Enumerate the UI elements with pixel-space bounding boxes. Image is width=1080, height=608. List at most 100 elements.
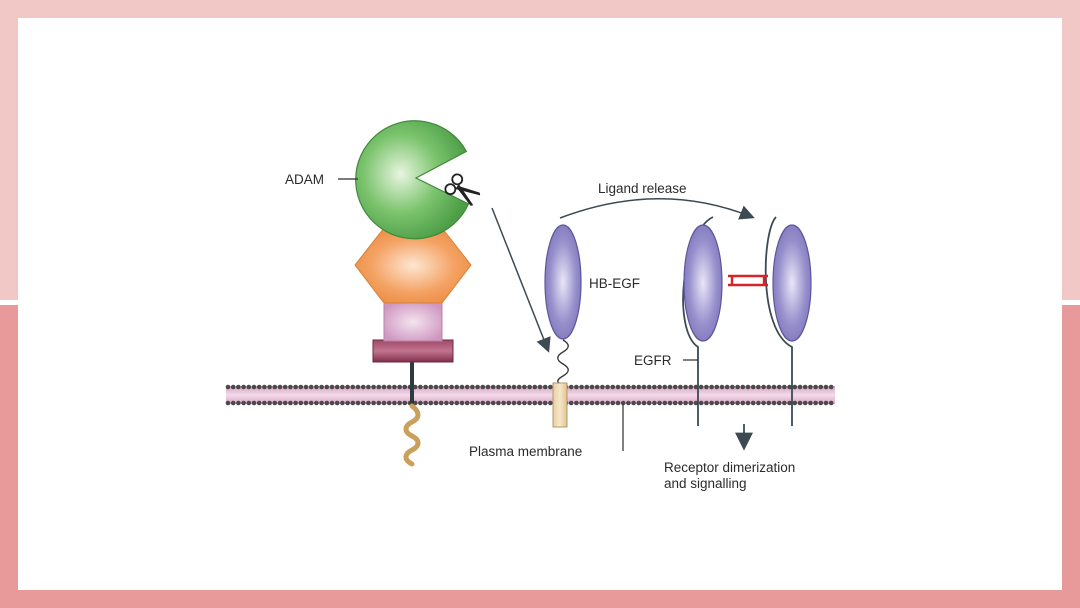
membrane-lipid-head xyxy=(750,400,756,406)
membrane-lipid-head xyxy=(808,400,813,406)
membrane-lipid-head xyxy=(475,384,480,390)
membrane-lipid-head xyxy=(251,400,257,406)
membrane-lipid-head xyxy=(745,400,751,406)
membrane-lipid-head xyxy=(750,384,756,390)
membrane-lipid-head xyxy=(262,400,267,406)
membrane-lipid-head xyxy=(678,400,683,406)
membrane-lipid-head xyxy=(776,400,782,406)
membrane-lipid-head xyxy=(527,384,532,390)
membrane-lipid-head xyxy=(350,384,356,390)
membrane-lipid-head xyxy=(516,400,522,406)
membrane-lipid-head xyxy=(267,384,272,390)
dimerization-link xyxy=(728,274,768,287)
membrane-lipid-head xyxy=(672,384,678,390)
membrane-lipid-head xyxy=(501,400,506,406)
adam-label: ADAM xyxy=(285,172,324,187)
membrane-lipid-head xyxy=(496,384,501,390)
membrane-lipid-head xyxy=(485,384,491,390)
membrane-lipid-head xyxy=(490,400,496,406)
membrane-lipid-head xyxy=(745,384,751,390)
membrane-lipid-head xyxy=(381,384,387,390)
membrane-lipid-head xyxy=(334,400,340,406)
membrane-lipid-head xyxy=(412,400,418,406)
membrane-lipid-head xyxy=(236,400,241,406)
egfr-right-bound-ligand xyxy=(772,224,812,342)
membrane-lipid-head xyxy=(714,400,720,406)
membrane-lipid-head xyxy=(646,400,652,406)
membrane-lipid-head xyxy=(423,384,428,390)
membrane-lipid-head xyxy=(589,384,595,390)
membrane-lipid-head xyxy=(475,400,480,406)
membrane-lipid-head xyxy=(288,400,293,406)
membrane-lipid-head xyxy=(381,400,387,406)
membrane-lipid-head xyxy=(740,400,746,406)
membrane-lipid-head xyxy=(548,384,553,390)
membrane-lipid-head xyxy=(329,384,335,390)
membrane-lipid-head xyxy=(397,400,402,406)
egfr-label: EGFR xyxy=(634,353,672,368)
membrane-lipid-head xyxy=(620,384,626,390)
membrane-lipid-head xyxy=(256,400,262,406)
membrane-lipid-head xyxy=(225,400,231,406)
membrane-lipid-head xyxy=(308,400,314,406)
membrane-lipid-head xyxy=(428,384,434,390)
membrane-lipid-head xyxy=(459,384,465,390)
membrane-lipid-head xyxy=(241,400,246,406)
membrane-lipid-head xyxy=(792,384,798,390)
membrane-lipid-head xyxy=(527,400,532,406)
membrane-lipid-head xyxy=(433,384,439,390)
membrane-lipid-head xyxy=(366,384,371,390)
membrane-lipid-head xyxy=(236,384,241,390)
membrane-lipid-head xyxy=(813,400,818,406)
adam-cysteine-rich-domain xyxy=(383,302,443,342)
membrane-lipid-head xyxy=(672,400,678,406)
membrane-lipid-head xyxy=(314,400,319,406)
membrane-lipid-head xyxy=(662,400,668,406)
membrane-lipid-head xyxy=(756,400,761,406)
membrane-lipid-head xyxy=(652,400,657,406)
membrane-lipid-head xyxy=(574,384,579,390)
membrane-lipid-head xyxy=(334,384,340,390)
membrane-lipid-head xyxy=(412,384,418,390)
membrane-lipid-head xyxy=(480,400,486,406)
plasma-membrane-label: Plasma membrane xyxy=(469,444,582,459)
membrane-lipid-head xyxy=(246,384,252,390)
membrane-lipid-head xyxy=(454,384,460,390)
membrane-lipid-head xyxy=(303,400,309,406)
membrane-lipid-head xyxy=(490,384,496,390)
membrane-lipid-head xyxy=(719,400,725,406)
membrane-lipid-head xyxy=(568,384,574,390)
membrane-lipid-head xyxy=(828,384,834,390)
membrane-lipid-head xyxy=(600,384,605,390)
membrane-lipid-head xyxy=(397,384,402,390)
membrane-lipid-head xyxy=(418,400,423,406)
membrane-lipid-head xyxy=(823,400,829,406)
hb-egf-label: HB-EGF xyxy=(589,276,640,291)
membrane-lipid-head xyxy=(355,384,361,390)
membrane-lipid-head xyxy=(579,384,584,390)
membrane-lipid-head xyxy=(776,384,782,390)
membrane-lipid-head xyxy=(542,400,548,406)
membrane-lipid-head xyxy=(464,384,470,390)
membrane-lipid-head xyxy=(787,384,792,390)
receptor-dimerization-label-line2: and signalling xyxy=(664,476,747,491)
membrane-lipid-head xyxy=(293,400,298,406)
membrane-lipid-head xyxy=(771,400,777,406)
membrane-lipid-head xyxy=(230,400,236,406)
membrane-lipid-head xyxy=(371,400,376,406)
membrane-lipid-head xyxy=(376,384,382,390)
membrane-lipid-head xyxy=(704,400,709,406)
membrane-lipid-head xyxy=(496,400,501,406)
membrane-lipid-head xyxy=(345,400,350,406)
membrane-lipid-head xyxy=(350,400,356,406)
membrane-lipid-head xyxy=(522,384,527,390)
scissors-icon xyxy=(444,173,481,206)
slide-canvas xyxy=(18,18,1062,590)
membrane-lipid-head xyxy=(438,400,444,406)
membrane-lipid-head xyxy=(787,400,792,406)
membrane-lipid-head xyxy=(797,400,803,406)
membrane-lipid-head xyxy=(704,384,709,390)
membrane-lipid-head xyxy=(636,400,642,406)
membrane-lipid-head xyxy=(480,384,486,390)
